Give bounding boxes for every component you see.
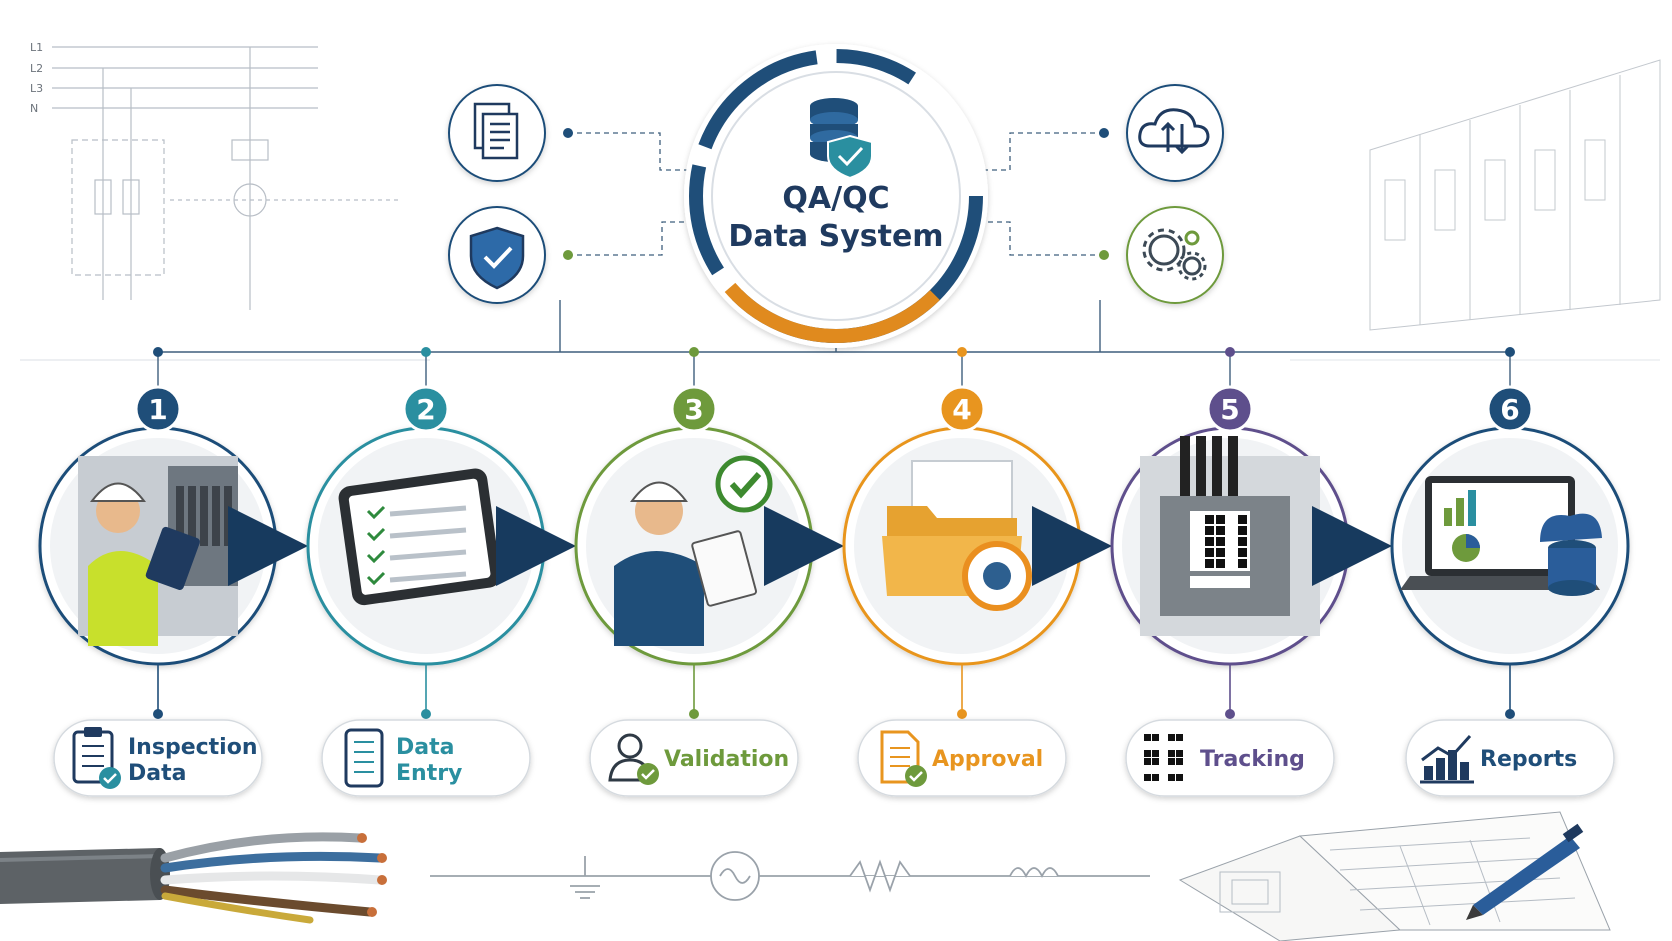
background-switchgear-sketch (1290, 59, 1661, 361)
step-number-badge (402, 385, 450, 433)
step-label-card[interactable]: Reports (1405, 719, 1615, 797)
step-connector-dot (1505, 347, 1515, 357)
step-label-line: Entry (396, 761, 462, 786)
step-label-card[interactable]: Tracking (1125, 719, 1335, 797)
step-number-badge (1206, 385, 1254, 433)
step-label-line: Data (396, 735, 454, 760)
step-number: 4 (952, 393, 971, 426)
step-number-badge (134, 385, 182, 433)
user-check-icon (608, 733, 659, 785)
center-hub[interactable]: QA/QC Data System (684, 44, 988, 348)
step-connector-dot (1225, 347, 1235, 357)
schematic-label-l1: L1 (30, 41, 43, 54)
shield-check-icon (469, 226, 525, 290)
step-connector-dot (421, 347, 431, 357)
satellite-gears[interactable] (1126, 206, 1224, 304)
step-label-dot (1225, 709, 1235, 719)
hub-connector-dots (563, 128, 1109, 260)
schematic-labels: L1 L2 L3 N (30, 41, 43, 115)
hub-title-line1: QA/QC (782, 181, 889, 216)
blueprint-and-pen (1178, 811, 1611, 941)
cable-illustration (0, 832, 387, 924)
step-number-badge (938, 385, 986, 433)
satellite-shield[interactable] (448, 206, 546, 304)
tablet-checklist-icon (338, 468, 501, 606)
hub-connectors (568, 132, 1104, 256)
qr-code-icon (1144, 734, 1192, 782)
step-label-card[interactable]: Validation (589, 719, 799, 797)
clipboard-check-icon (72, 727, 121, 789)
step-label-dot (421, 709, 431, 719)
satellite-documents[interactable] (448, 84, 546, 182)
step-number: 2 (416, 393, 435, 426)
step-label-line: Reports (1480, 747, 1577, 772)
inspector-tablet-icon (78, 456, 238, 646)
step-label-line: Data (128, 761, 186, 786)
step-number-badge (670, 385, 718, 433)
inspector-clipboard-icon (614, 455, 773, 646)
schematic-label-l2: L2 (30, 62, 43, 75)
folder-sync-icon (882, 460, 1032, 611)
schematic-label-l3: L3 (30, 82, 43, 95)
background-schematic (20, 46, 430, 361)
step-label-dot (1505, 709, 1515, 719)
laptop-reports-icon (1400, 476, 1602, 596)
step-label-line: Tracking (1200, 747, 1305, 772)
step-number: 3 (684, 393, 703, 426)
hub-title-line2: Data System (728, 219, 943, 254)
satellite-cloud[interactable] (1126, 84, 1224, 182)
circuit-symbols (430, 851, 1150, 901)
step-label-dot (957, 709, 967, 719)
step-number: 1 (148, 393, 167, 426)
step-label-dot (689, 709, 699, 719)
step-label-line: Validation (664, 747, 789, 772)
cloud-sync-icon (1138, 108, 1210, 155)
step-connector-dot (153, 347, 163, 357)
qr-equipment-icon (1140, 436, 1320, 636)
bar-chart-icon (1420, 734, 1474, 784)
step-number: 5 (1220, 393, 1239, 426)
step-connector-dot (957, 347, 967, 357)
documents-icon (473, 102, 519, 160)
gears-icon (1142, 228, 1207, 281)
database-shield-icon (810, 98, 873, 180)
step-label-line: Approval (932, 747, 1043, 772)
step-connector-dot (689, 347, 699, 357)
schematic-label-n: N (30, 102, 38, 115)
step-number: 6 (1500, 393, 1519, 426)
process-steps: 1InspectionData2DataEntry3Validation4App… (38, 347, 1630, 797)
step-label-line: Inspection (128, 735, 258, 760)
step-label-card[interactable]: Approval (857, 719, 1067, 797)
step-number-badge (1486, 385, 1534, 433)
tablet-icon (344, 728, 384, 788)
step-label-dot (153, 709, 163, 719)
document-check-icon (880, 730, 927, 787)
